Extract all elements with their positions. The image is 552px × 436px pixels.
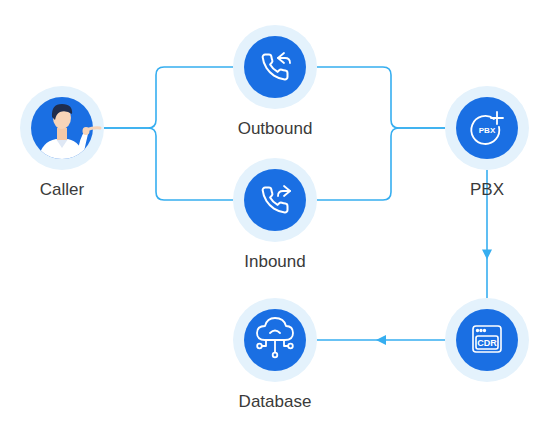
node-label: PBX xyxy=(427,180,547,200)
node-circle: CDR xyxy=(427,298,547,382)
connector xyxy=(317,67,445,128)
circle-shape: CDR xyxy=(445,298,529,382)
connector-line xyxy=(104,128,233,200)
node-circle: Caller xyxy=(2,86,122,200)
database-icon xyxy=(257,318,293,357)
node-circle: Database xyxy=(215,298,335,412)
node-label: Database xyxy=(215,392,335,412)
connector-line xyxy=(317,128,445,200)
circle-shape xyxy=(233,298,317,382)
connector xyxy=(317,335,445,345)
circle-shape xyxy=(233,158,317,242)
outer-rings xyxy=(20,25,529,382)
arrow-head xyxy=(482,249,492,259)
connector-line xyxy=(317,67,445,128)
icon-text: PBX xyxy=(445,125,529,137)
circle-shape: PBX xyxy=(445,86,529,170)
caller-illustration xyxy=(38,104,90,162)
node-circle: Outbound xyxy=(215,25,335,139)
node-circle: Inbound xyxy=(215,158,335,272)
node-label: Caller xyxy=(2,180,122,200)
circle-shape xyxy=(20,86,104,170)
icon-text: CDR xyxy=(445,337,529,349)
connector-line xyxy=(104,67,233,128)
caller-hand xyxy=(86,128,100,130)
connector xyxy=(104,128,233,200)
connector xyxy=(104,67,233,128)
outbound-phone-icon xyxy=(263,53,290,79)
arrow-head xyxy=(376,335,386,345)
node-label: Inbound xyxy=(215,252,335,272)
inner-circles xyxy=(31,36,518,371)
inbound-phone-icon xyxy=(263,186,290,212)
node-label: Outbound xyxy=(215,119,335,139)
node-circle: PBX PBX xyxy=(427,86,547,200)
connector xyxy=(317,128,445,200)
circle-shape xyxy=(233,25,317,109)
